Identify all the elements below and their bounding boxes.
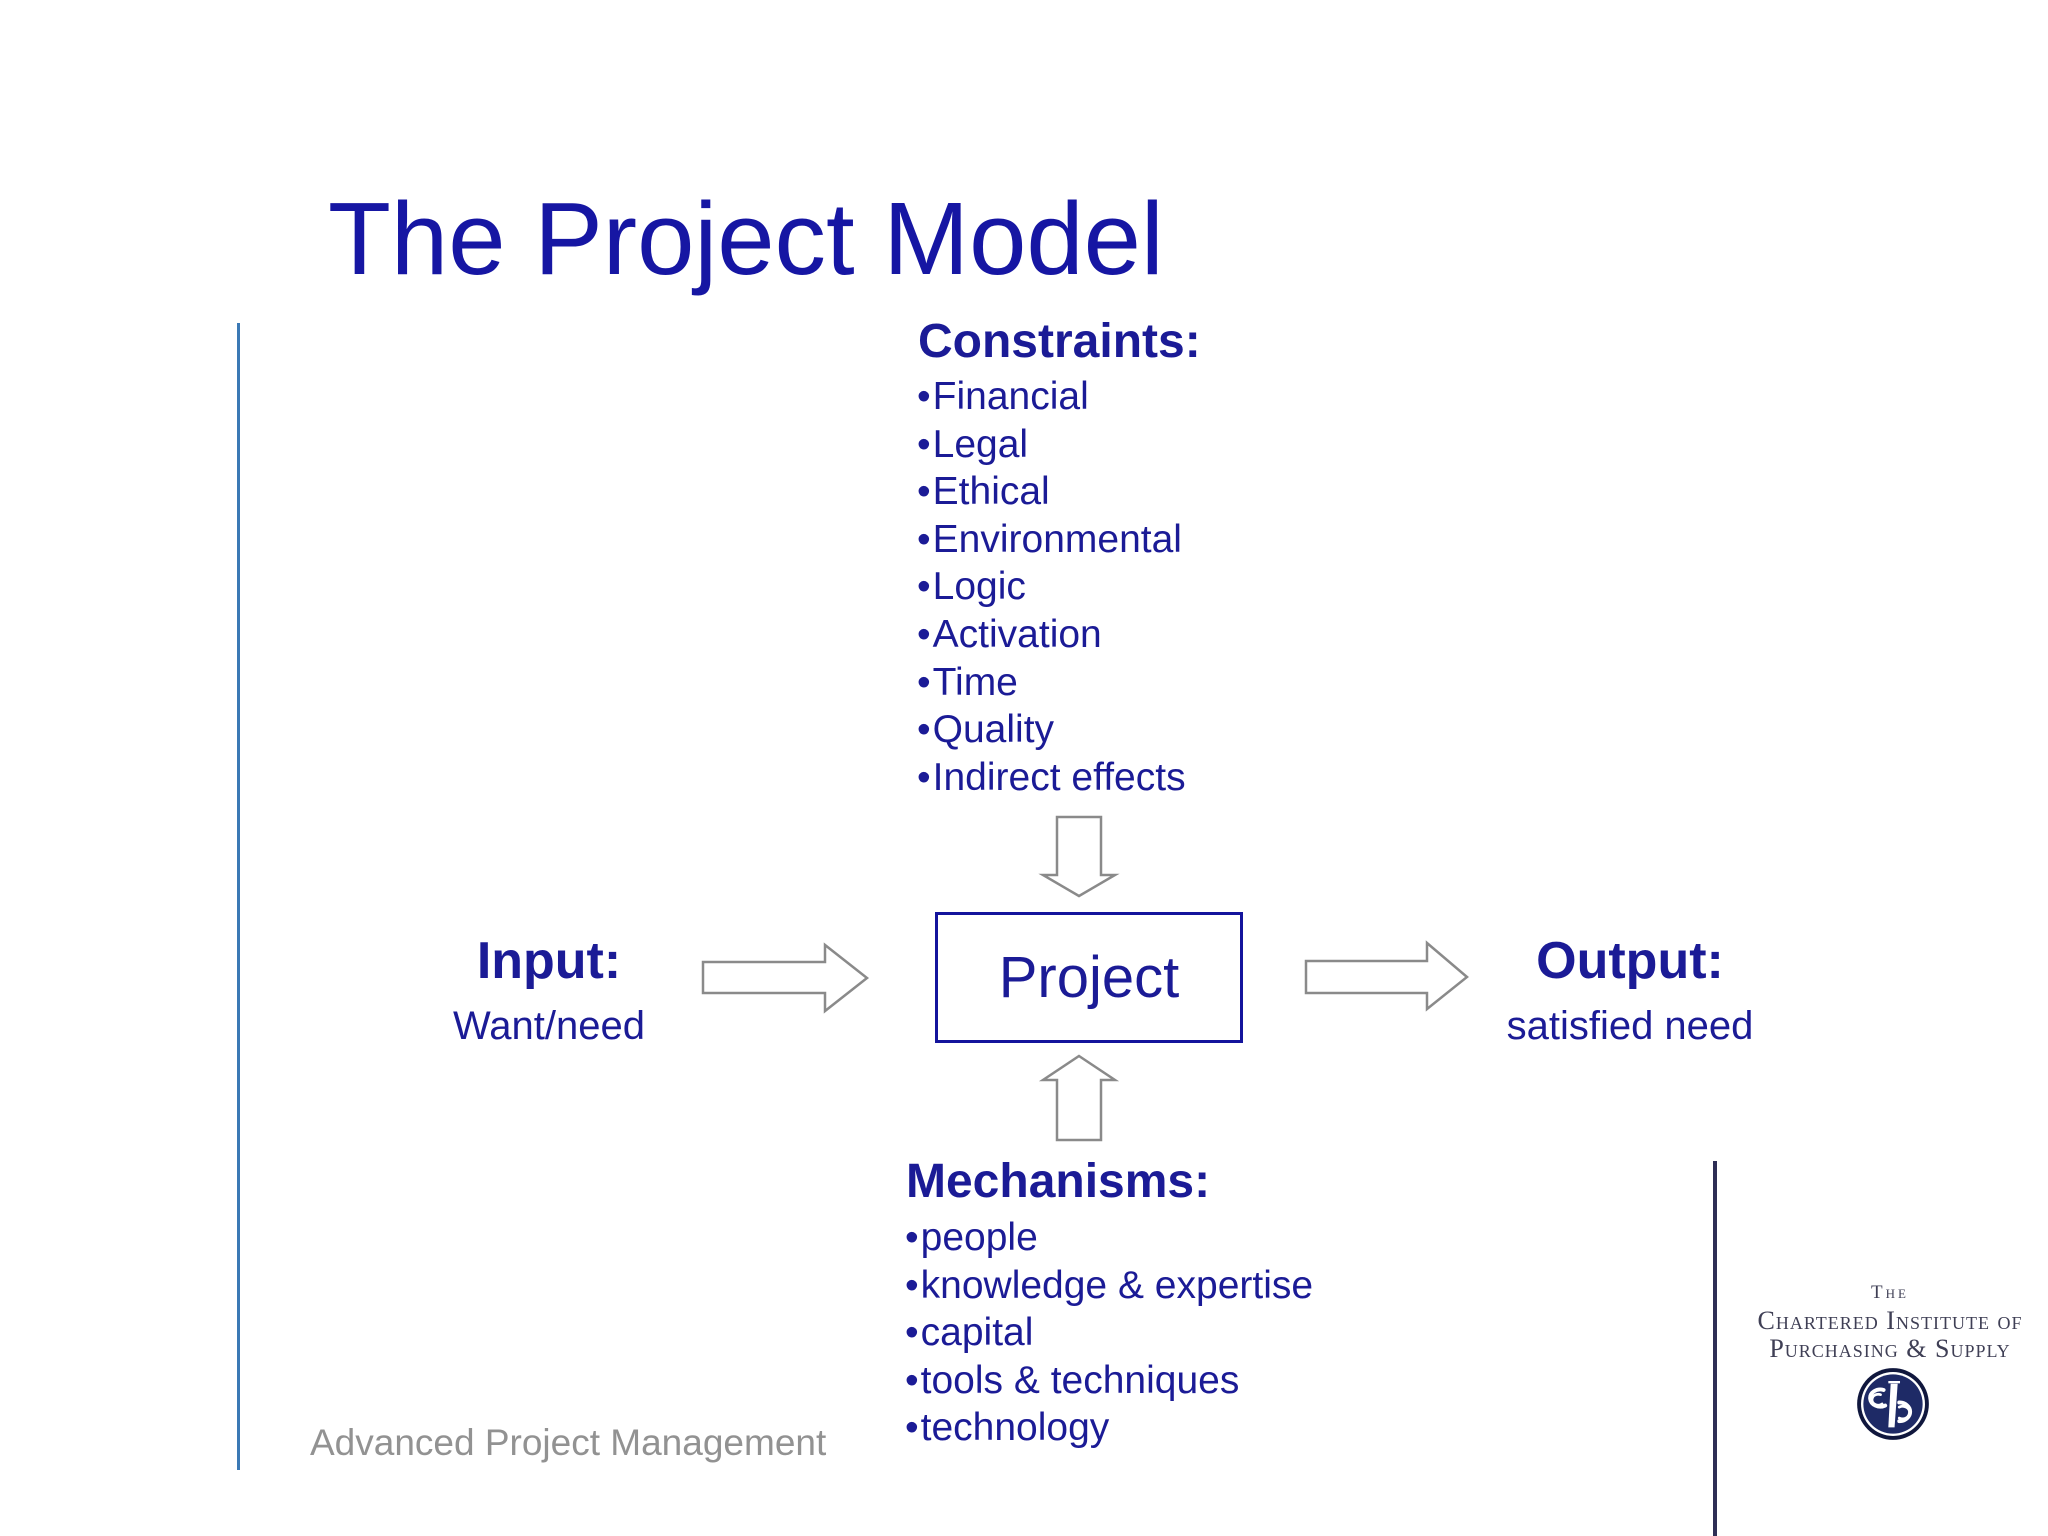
arrow-up-icon xyxy=(1038,1054,1120,1142)
constraints-list: •Financial•Legal•Ethical•Environmental•L… xyxy=(917,373,1186,801)
list-item-label: Environmental xyxy=(932,517,1182,561)
bullet-glyph: • xyxy=(917,708,931,752)
output-subtext: satisfied need xyxy=(1506,1004,1754,1049)
bullet-glyph: • xyxy=(917,470,931,514)
list-item: •capital xyxy=(905,1309,1313,1357)
logo-text-line1: The xyxy=(1871,1282,1909,1303)
list-item-label: Activation xyxy=(932,612,1102,656)
list-item-label: capital xyxy=(920,1311,1034,1355)
input-subtext: Want/need xyxy=(453,1004,645,1049)
logo-text-line2: Chartered Institute of xyxy=(1757,1306,2023,1335)
arrow-right-input-icon xyxy=(701,942,870,1014)
project-node-label: Project xyxy=(998,945,1180,1010)
list-item-label: Financial xyxy=(932,375,1089,418)
list-item: •Activation xyxy=(917,611,1186,659)
output-heading: Output: xyxy=(1536,932,1724,990)
bullet-glyph: • xyxy=(917,517,931,561)
logo-text-line3: Purchasing & Supply xyxy=(1769,1334,2011,1363)
list-item-label: knowledge & expertise xyxy=(920,1263,1314,1307)
list-item: •Legal xyxy=(917,421,1186,469)
list-item-label: technology xyxy=(920,1406,1110,1450)
footer-course-title: Advanced Project Management xyxy=(310,1422,827,1463)
bullet-glyph: • xyxy=(917,612,931,656)
list-item: •technology xyxy=(905,1404,1313,1452)
list-item-label: tools & techniques xyxy=(920,1358,1240,1402)
logo-divider-line xyxy=(1713,1161,1717,1536)
input-heading: Input: xyxy=(476,932,622,990)
bullet-glyph: • xyxy=(905,1216,919,1259)
left-accent-line xyxy=(237,323,240,1470)
list-item-label: people xyxy=(920,1216,1038,1259)
list-item-label: Quality xyxy=(932,708,1055,752)
list-item-label: Indirect effects xyxy=(932,755,1186,799)
arrow-right-output-icon xyxy=(1304,940,1469,1012)
project-node: Project xyxy=(935,912,1243,1043)
list-item: •Logic xyxy=(917,563,1186,611)
bullet-glyph: • xyxy=(905,1406,919,1450)
bullet-glyph: • xyxy=(905,1263,919,1307)
list-item: •people xyxy=(905,1214,1313,1262)
input-section: Input: Want/need xyxy=(429,932,669,1049)
bullet-glyph: • xyxy=(917,422,931,466)
list-item: •Financial xyxy=(917,373,1186,421)
list-item-label: Time xyxy=(932,660,1018,704)
bullet-glyph: • xyxy=(905,1358,919,1402)
bullet-glyph: • xyxy=(917,375,931,418)
arrow-down-icon xyxy=(1038,815,1120,898)
bullet-glyph: • xyxy=(917,755,931,799)
list-item: •Time xyxy=(917,659,1186,707)
mechanisms-heading: Mechanisms: xyxy=(906,1155,1211,1208)
bullet-glyph: • xyxy=(917,660,931,704)
list-item: •Indirect effects xyxy=(917,754,1186,802)
bullet-glyph: • xyxy=(917,565,931,609)
cips-logo-icon xyxy=(1857,1368,1929,1440)
list-item: •tools & techniques xyxy=(905,1357,1313,1405)
list-item: •Quality xyxy=(917,706,1186,754)
mechanisms-list: •people•knowledge & expertise•capital•to… xyxy=(905,1214,1313,1452)
list-item: •Ethical xyxy=(917,468,1186,516)
page-title: The Project Model xyxy=(328,181,1164,296)
list-item: •Environmental xyxy=(917,516,1186,564)
list-item-label: Ethical xyxy=(932,470,1050,514)
list-item: •knowledge & expertise xyxy=(905,1262,1313,1310)
list-item-label: Logic xyxy=(932,565,1026,609)
constraints-heading: Constraints: xyxy=(918,315,1201,368)
list-item-label: Legal xyxy=(932,422,1029,466)
output-section: Output: satisfied need xyxy=(1495,932,1765,1049)
bullet-glyph: • xyxy=(905,1311,919,1355)
